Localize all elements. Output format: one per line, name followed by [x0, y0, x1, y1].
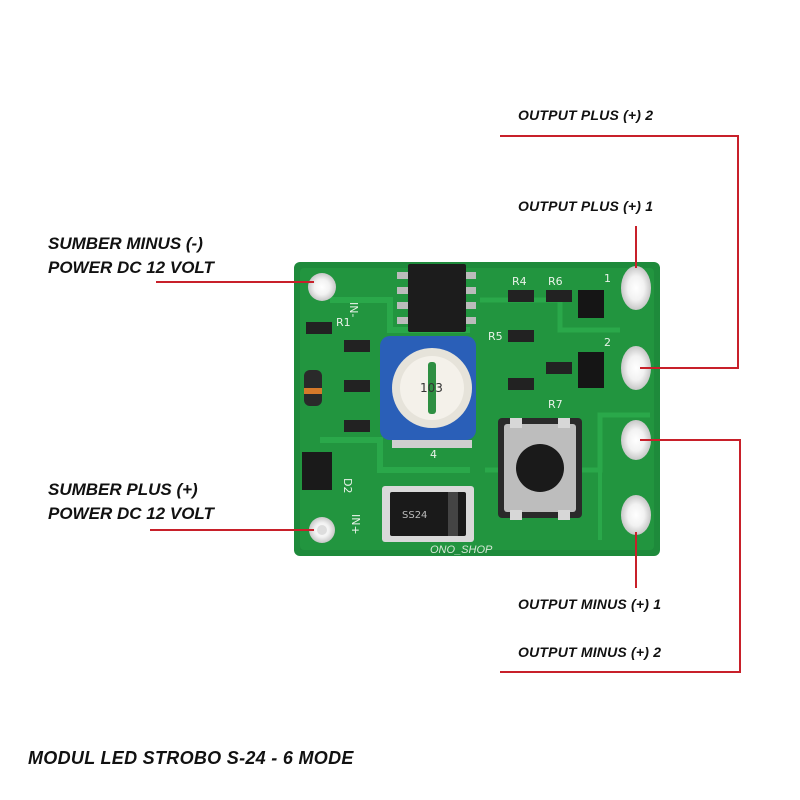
diode-marking: SS24 — [402, 510, 427, 521]
silk-r6: R6 — [548, 275, 563, 288]
silk-r7: R7 — [548, 398, 563, 411]
potentiometer — [380, 336, 476, 448]
pad-out-plus-2 — [621, 346, 651, 390]
pad-in-plus — [309, 517, 335, 543]
label-output-plus-2: OUTPUT PLUS (+) 2 — [518, 107, 654, 123]
pad-out-minus-1 — [621, 420, 651, 460]
label-sumber-minus: SUMBER MINUS (-) POWER DC 12 VOLT — [48, 232, 214, 280]
silk-num-4: 4 — [430, 448, 437, 461]
pad-out-minus-2 — [621, 495, 651, 535]
label-output-minus-1: OUTPUT MINUS (+) 1 — [518, 596, 662, 612]
watermark: ONO_SHOP — [430, 544, 493, 556]
ic-chip — [397, 264, 476, 332]
label-output-plus-1: OUTPUT PLUS (+) 1 — [518, 198, 654, 214]
pad-out-plus-1 — [621, 266, 651, 310]
smd-components-left — [302, 322, 370, 490]
pot-marking: 103 — [420, 381, 443, 395]
silk-in-minus: IN- — [347, 302, 360, 317]
silkscreen: IN- IN+ R1 R4 R6 R5 R7 D2 1 2 4 103 SS24… — [336, 272, 611, 556]
tact-switch — [498, 418, 582, 520]
callout-output-minus-2 — [500, 439, 741, 673]
diode-ss24 — [382, 486, 474, 542]
label-sumber-minus-line1: SUMBER MINUS (-) — [48, 234, 203, 253]
label-sumber-plus-line1: SUMBER PLUS (+) — [48, 480, 198, 499]
silk-r4: R4 — [512, 275, 527, 288]
label-sumber-plus: SUMBER PLUS (+) POWER DC 12 VOLT — [48, 478, 214, 526]
smd-components-right — [508, 290, 604, 390]
label-sumber-minus-line2: POWER DC 12 VOLT — [48, 258, 214, 277]
label-sumber-plus-line2: POWER DC 12 VOLT — [48, 504, 214, 523]
pad-in-minus — [308, 273, 336, 301]
callout-lines — [150, 135, 741, 673]
silk-r5: R5 — [488, 330, 503, 343]
page-title: MODUL LED STROBO S-24 - 6 MODE — [28, 748, 354, 768]
callout-output-plus-2 — [500, 135, 739, 369]
silk-pad-2: 2 — [604, 336, 611, 349]
silk-in-plus: IN+ — [349, 514, 362, 535]
silk-r1: R1 — [336, 316, 351, 329]
silk-pad-1: 1 — [604, 272, 611, 285]
label-output-minus-2: OUTPUT MINUS (+) 2 — [518, 644, 662, 660]
silk-d2: D2 — [341, 478, 354, 493]
